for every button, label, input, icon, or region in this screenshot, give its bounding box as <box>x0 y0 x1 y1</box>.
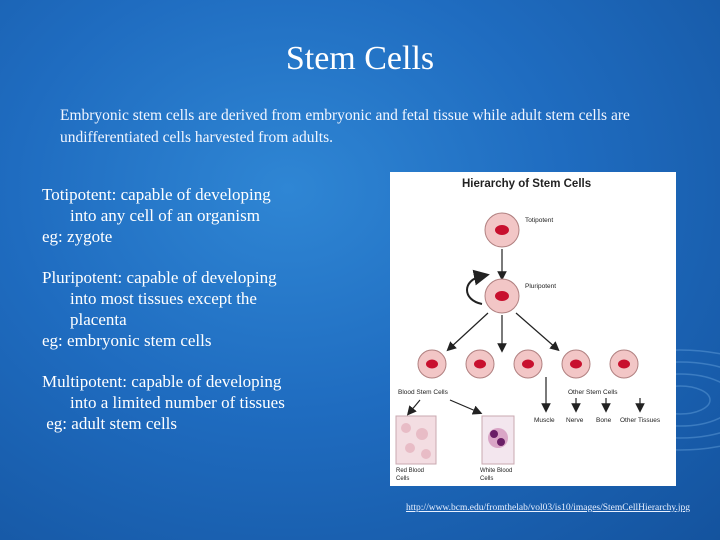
label-other-stem-cells: Other Stem Cells <box>568 389 618 396</box>
label-totipotent: Totipotent <box>525 217 553 224</box>
arrow <box>449 399 483 415</box>
diagram-title: Hierarchy of Stem Cells <box>462 178 591 190</box>
definition-example: eg: zygote <box>42 227 113 246</box>
definition-example: eg: adult stem cells <box>42 414 178 433</box>
label-blood-stem-cells: Blood Stem Cells <box>398 389 449 396</box>
definition-list: Totipotent: capable of developing into a… <box>42 184 362 454</box>
definition-example: eg: embryonic stem cells <box>42 331 212 350</box>
definition-line: into any cell of an organism <box>70 206 260 225</box>
definition-line: Pluripotent: capable of developing <box>42 268 277 287</box>
label-nerve: Nerve <box>566 417 584 424</box>
white-blood-cells-image <box>481 415 515 465</box>
hierarchy-diagram: Hierarchy of Stem Cells Totipotent Pluri… <box>390 172 676 486</box>
pluripotent-cell <box>484 278 520 314</box>
definition-line: placenta <box>70 310 127 329</box>
definition-totipotent: Totipotent: capable of developing into a… <box>42 184 362 247</box>
label-muscle: Muscle <box>534 417 555 424</box>
definition-line: Totipotent: capable of developing <box>42 185 271 204</box>
stem-cell-row <box>417 349 639 379</box>
definition-line: Multipotent: capable of developing <box>42 372 282 391</box>
definition-multipotent: Multipotent: capable of developing into … <box>42 371 362 434</box>
self-renewal-arrow <box>466 269 490 305</box>
arrow <box>446 312 489 352</box>
label-red-blood-cells: Red Blood <box>396 468 424 474</box>
label-white-blood-cells-2: Cells <box>480 476 493 482</box>
hierarchy-svg: Hierarchy of Stem Cells Totipotent Pluri… <box>395 178 661 482</box>
totipotent-cell <box>484 212 520 248</box>
red-blood-cells-image <box>395 415 437 465</box>
label-red-blood-cells-2: Cells <box>396 476 409 482</box>
label-other-tissues: Other Tissues <box>620 417 661 424</box>
definition-pluripotent: Pluripotent: capable of developing into … <box>42 267 362 351</box>
definition-line: into most tissues except the <box>70 289 257 308</box>
arrow <box>515 312 560 352</box>
label-white-blood-cells: White Blood <box>480 468 512 474</box>
label-bone: Bone <box>596 417 612 424</box>
source-link[interactable]: http://www.bcm.edu/fromthelab/vol03/is10… <box>406 503 690 513</box>
arrow <box>406 399 421 416</box>
definition-line: into a limited number of tissues <box>70 393 285 412</box>
label-pluripotent: Pluripotent <box>525 283 556 290</box>
intro-text: Embryonic stem cells are derived from em… <box>60 107 630 146</box>
slide-title: Stem Cells <box>285 40 435 77</box>
